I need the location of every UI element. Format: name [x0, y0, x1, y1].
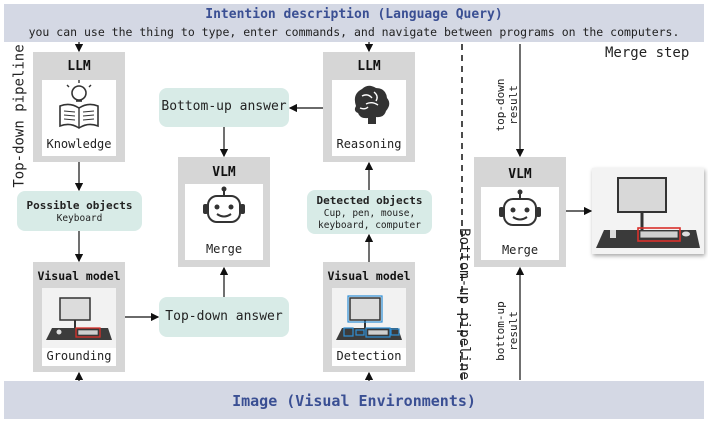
merge-vlm-card: Merge	[481, 187, 559, 260]
llm-title: LLM	[67, 59, 91, 74]
bottom-up-answer-label: Bottom-up answer	[161, 99, 287, 114]
visual-model-title: Visual model	[37, 269, 121, 283]
grounding-label: Grounding	[46, 349, 112, 363]
detection-label: Detection	[336, 349, 402, 363]
detection-visual-model-title: Visual model	[327, 269, 411, 283]
vlm-merge-box: VLM Merge	[178, 157, 270, 267]
knowledge-label: Knowledge	[46, 137, 112, 151]
merge-vlm-title: VLM	[508, 167, 532, 182]
vlm-title: VLM	[212, 165, 236, 180]
vlm-merge-label: Merge	[205, 242, 243, 256]
reasoning-card: Reasoning	[332, 80, 406, 156]
bottom-up-answer-box: Bottom-up answer	[159, 88, 289, 127]
llm-reasoning-title: LLM	[357, 59, 381, 74]
merge-step-title: Merge step	[605, 45, 690, 61]
visual-model-detection-box: Visual model Detection	[323, 262, 415, 372]
merge-vlm-label: Merge	[501, 243, 539, 257]
possible-objects-title: Possible objects	[26, 199, 133, 212]
image-band: Image (Visual Environments)	[4, 381, 704, 419]
brain-icon	[354, 85, 390, 124]
detected-objects-line2: keyboard, computer	[318, 220, 421, 231]
intention-band: Intention description (Language Query) y…	[4, 4, 704, 42]
detected-objects-line1: Cup, pen, mouse,	[323, 208, 416, 219]
vlm-merge-card: Merge	[185, 184, 263, 260]
image-band-title: Image (Visual Environments)	[232, 392, 476, 410]
grounding-card: Grounding	[42, 288, 116, 366]
llm-reasoning-box: LLM Reasoning	[323, 52, 415, 162]
detection-card: Detection	[332, 288, 406, 366]
detected-objects-box: Detected objects Cup, pen, mouse, keyboa…	[307, 190, 432, 234]
possible-objects-box: Possible objects Keyboard	[17, 191, 142, 231]
result-image	[592, 168, 704, 254]
top-down-answer-label: Top-down answer	[165, 309, 283, 324]
robot-icon	[203, 186, 245, 223]
desk-computer-image	[42, 288, 116, 348]
merge-robot-icon	[499, 189, 541, 226]
intention-title: Intention description (Language Query)	[205, 7, 503, 22]
desk-detection-image	[332, 288, 406, 348]
result-desk-image	[592, 168, 704, 254]
intention-query: you can use the thing to type, enter com…	[28, 25, 680, 39]
knowledge-book-icon	[59, 80, 99, 129]
top-down-answer-box: Top-down answer	[159, 297, 289, 337]
llm-knowledge-box: LLM Knowledge	[33, 52, 125, 162]
knowledge-card: Knowledge	[42, 80, 116, 156]
visual-model-grounding-box: Visual model Grounding	[33, 262, 125, 372]
reasoning-label: Reasoning	[336, 137, 402, 151]
possible-objects-items: Keyboard	[56, 213, 103, 224]
merge-vlm-box: VLM Merge	[474, 157, 566, 267]
detected-objects-title: Detected objects	[316, 194, 423, 207]
